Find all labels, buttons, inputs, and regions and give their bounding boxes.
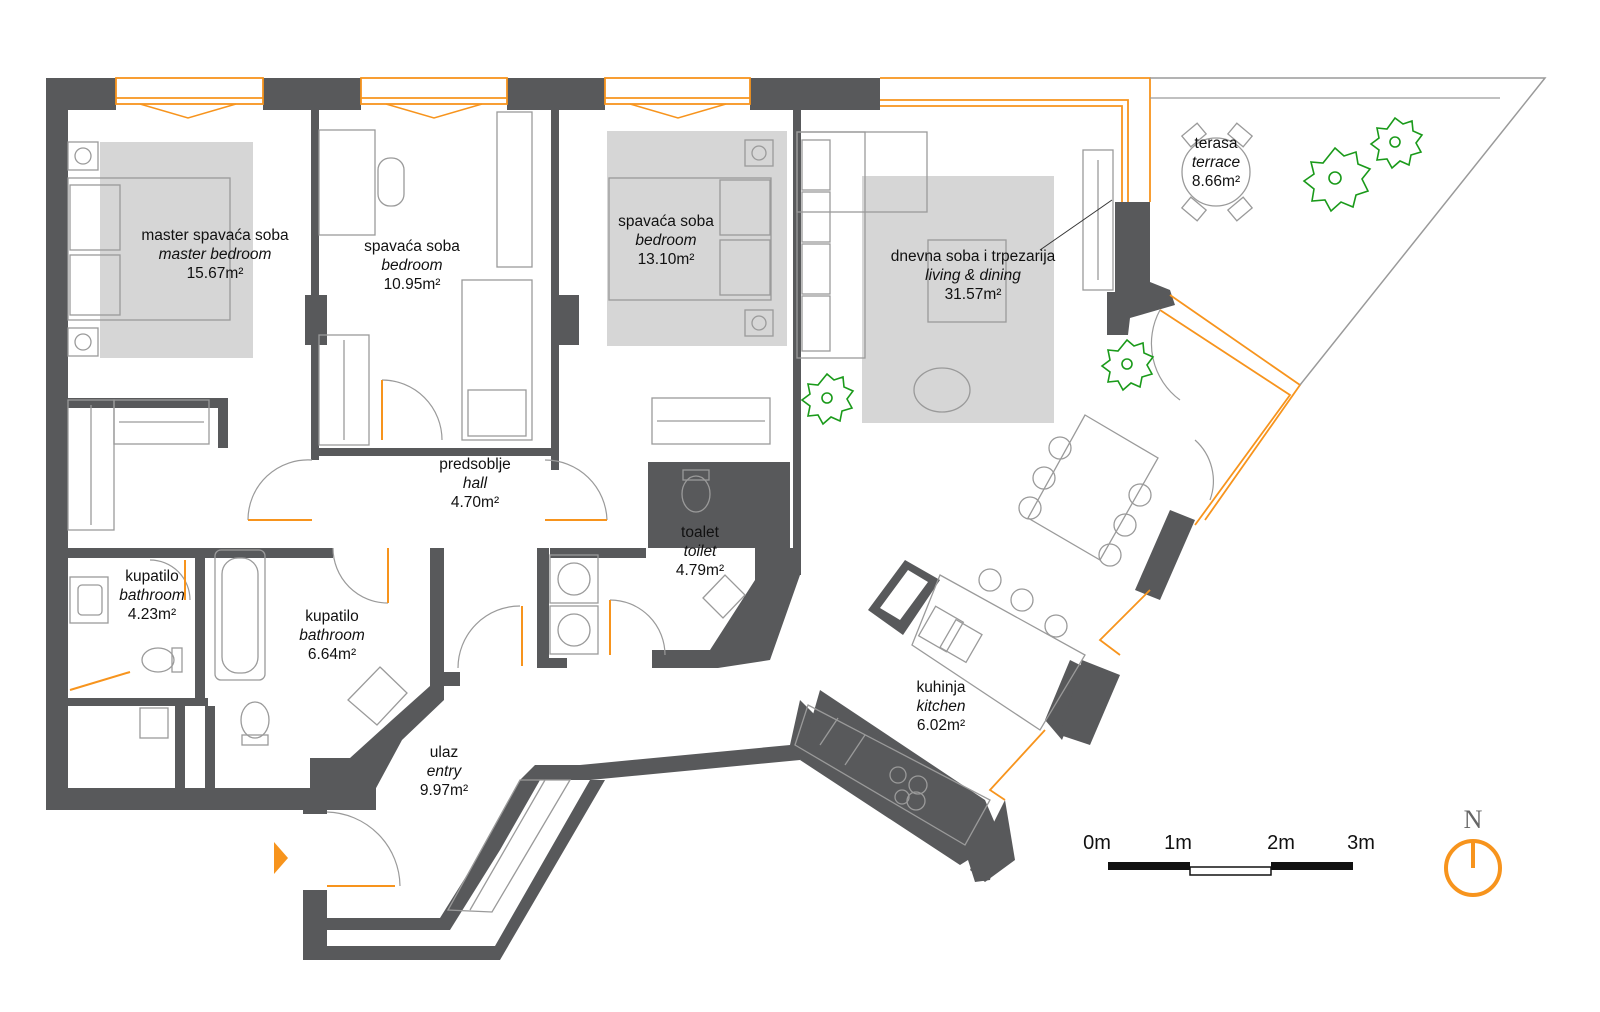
entry-wardrobe (446, 779, 572, 913)
room-area: 6.02m² (917, 717, 965, 734)
room-area: 31.57m² (945, 286, 1002, 303)
bedroom-rug (607, 131, 787, 346)
bedroom-2-furniture (608, 139, 774, 445)
room-area: 9.97m² (420, 782, 468, 799)
room-label-toilet: toalet toilet 4.79m² (676, 524, 724, 579)
kitchen-furniture (794, 568, 1086, 846)
room-name-en: bathroom (119, 587, 185, 604)
walls (46, 78, 1195, 960)
room-name-en: kitchen (916, 698, 965, 715)
room-name-en: living & dining (925, 267, 1021, 284)
room-label-bedroom-1: spavaća soba bedroom 10.95m² (364, 238, 460, 293)
room-area: 4.79m² (676, 562, 724, 579)
room-area: 15.67m² (187, 265, 244, 282)
terrace-furniture (1180, 122, 1254, 222)
room-area: 6.64m² (308, 646, 356, 663)
room-name: spavaća soba (364, 238, 460, 255)
living-rug (862, 176, 1054, 423)
room-area: 13.10m² (638, 251, 695, 268)
room-name-en: terrace (1192, 154, 1241, 171)
room-area: 10.95m² (384, 276, 441, 293)
room-name: spavaća soba (618, 213, 714, 230)
room-name: toalet (681, 524, 720, 541)
room-name: master spavaća soba (141, 227, 289, 244)
plant-icon (1302, 146, 1372, 213)
room-area: 4.70m² (451, 494, 499, 511)
plant-icon (800, 372, 855, 426)
room-label-bedroom-2: spavaća soba bedroom 13.10m² (618, 213, 714, 268)
living-furniture (796, 131, 1159, 567)
room-area: 8.66m² (1192, 173, 1240, 190)
scale-label-2: 2m (1267, 832, 1295, 854)
room-label-bathroom-1: kupatilo bathroom 4.23m² (119, 568, 185, 623)
room-name: kupatilo (125, 568, 178, 585)
room-name: kupatilo (305, 608, 358, 625)
terrace-outline (1150, 77, 1547, 386)
north-arrow-icon: N (1444, 805, 1502, 897)
north-label: N (1464, 805, 1483, 834)
room-name-en: bedroom (635, 232, 696, 249)
room-label-living: dnevna soba i trpezarija living & dining… (891, 248, 1056, 303)
room-name-en: bedroom (381, 257, 442, 274)
windows (115, 77, 1302, 801)
room-name-en: entry (427, 763, 463, 780)
room-label-kitchen: kuhinja kitchen 6.02m² (916, 679, 965, 734)
room-name: terasa (1194, 135, 1237, 152)
room-name-en: hall (463, 475, 488, 492)
room-label-bathroom-2: kupatilo bathroom 6.64m² (299, 608, 365, 663)
scale-label-0: 0m (1083, 832, 1111, 854)
scale-bar: 0m 1m 2m 3m (1083, 832, 1375, 876)
room-label-master-bedroom: master spavaća soba master bedroom 15.67… (141, 227, 289, 282)
room-name-en: toilet (684, 543, 717, 560)
room-name: dnevna soba i trpezarija (891, 248, 1056, 265)
window-sashes (139, 103, 727, 119)
plant-icon (1369, 116, 1424, 170)
scale-label-3: 3m (1347, 832, 1375, 854)
room-name-en: bathroom (299, 627, 365, 644)
room-label-hall: predsoblje hall 4.70m² (439, 456, 511, 511)
room-area: 4.23m² (128, 606, 176, 623)
doors (69, 309, 1214, 887)
scale-label-1: 1m (1164, 832, 1192, 854)
room-name: kuhinja (916, 679, 965, 696)
entrance-arrow-icon (274, 842, 288, 874)
master-bedroom-furniture (67, 141, 231, 531)
room-name-en: master bedroom (159, 246, 272, 263)
plant-icon (1100, 338, 1155, 392)
room-label-entry: ulaz entry 9.97m² (420, 744, 468, 799)
room-label-terrace: terasa terrace 8.66m² (1192, 135, 1241, 190)
room-name: ulaz (430, 744, 458, 761)
bathroom-fixtures (69, 469, 746, 746)
bedroom-1-furniture (318, 111, 533, 446)
room-name: predsoblje (439, 456, 511, 473)
